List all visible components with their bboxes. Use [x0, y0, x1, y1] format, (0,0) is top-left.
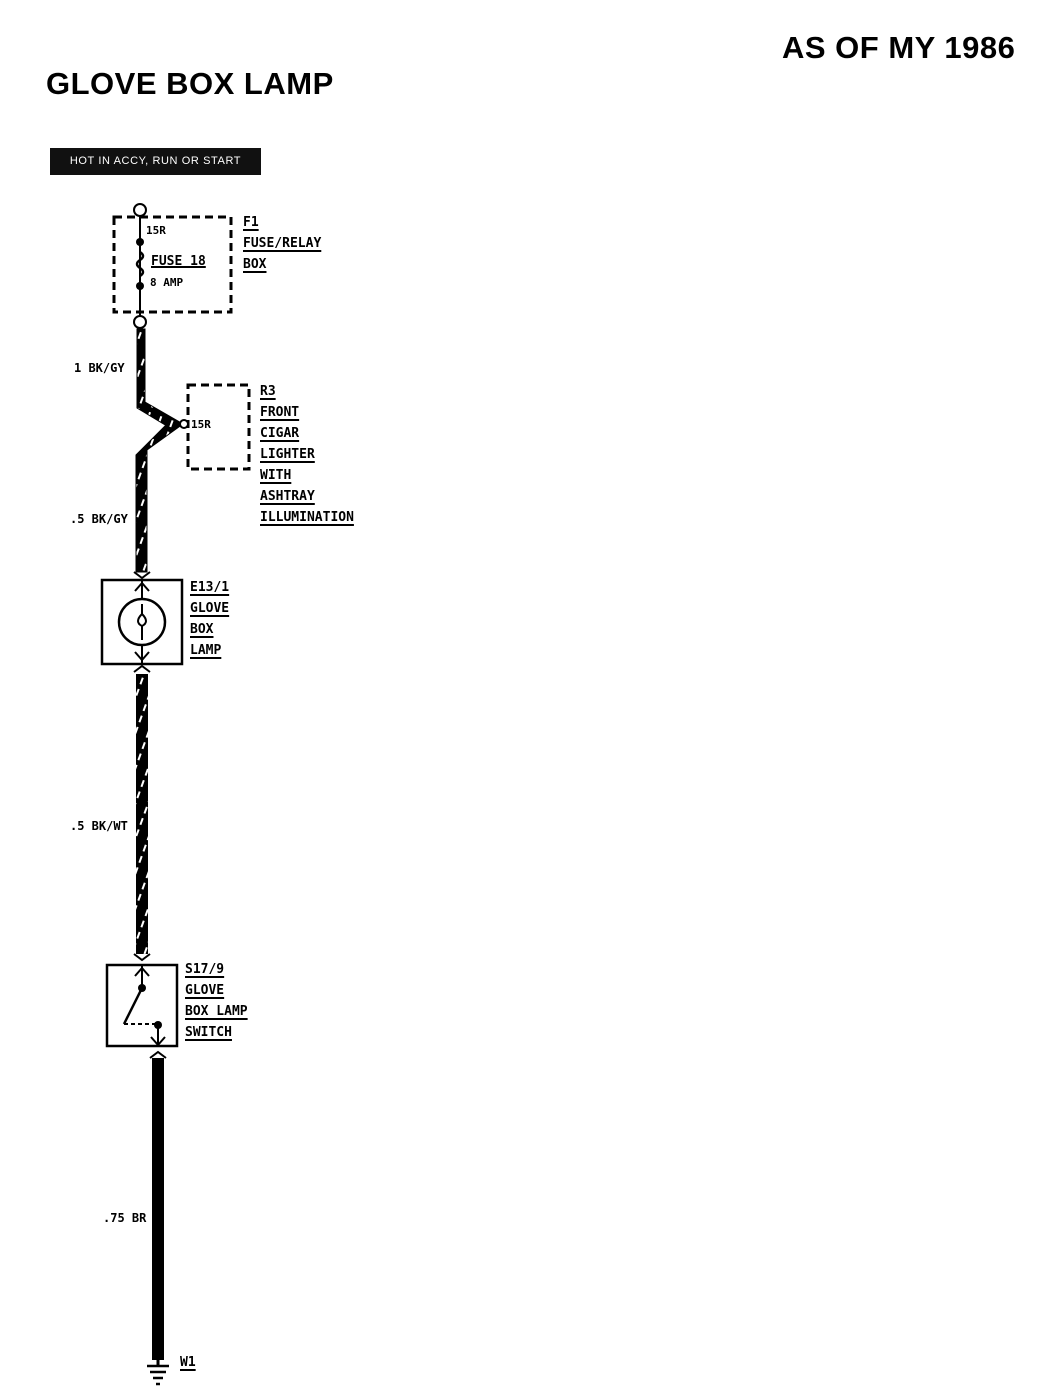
wire-label: .5 BK/GY	[70, 512, 128, 526]
fuse-output-terminal	[133, 315, 147, 329]
wire-05-bk-wt	[136, 674, 148, 954]
switch-arrow-bottom	[150, 1036, 166, 1047]
wire-label: .75 BR	[103, 1211, 147, 1225]
switch-label: S17/9 GLOVE BOX LAMP SWITCH	[185, 959, 248, 1043]
lamp-connector-top	[133, 571, 151, 580]
fuse-box-outline	[112, 215, 233, 314]
lighter-terminal	[179, 419, 189, 429]
ground-label-text: W1	[180, 1355, 196, 1370]
fuse-rating: 8 AMP	[150, 276, 184, 289]
wire-05-bk-gy	[135, 418, 184, 573]
lamp-arrow-top	[134, 581, 150, 592]
fuse-node-top	[136, 238, 144, 246]
switch-label-line: BOX LAMP	[185, 1004, 248, 1019]
lamp-label-line: E13/1	[190, 580, 230, 595]
fuse-box-label: F1 FUSE/RELAY BOX	[243, 212, 321, 275]
switch-label-line: S17/9	[185, 962, 225, 977]
lamp-arrow-bottom	[134, 651, 150, 662]
model-year: AS OF MY 1986	[782, 30, 1016, 65]
wire-label: 1 BK/GY	[74, 361, 125, 375]
switch-connector-top	[133, 953, 151, 962]
lamp-label-line: LAMP	[190, 643, 222, 658]
lighter-terminal-label: 15R	[191, 418, 211, 431]
ground-icon	[147, 1358, 169, 1386]
lighter-label-line: ASHTRAY	[260, 489, 315, 504]
lighter-label-line: CIGAR	[260, 426, 300, 441]
diagram-title: GLOVE BOX LAMP	[46, 66, 334, 101]
switch-label-line: GLOVE	[185, 983, 225, 998]
fuse-box-label-line: F1	[243, 215, 259, 230]
fuse-terminal-label: 15R	[146, 224, 166, 237]
lighter-label-line: ILLUMINATION	[260, 510, 354, 525]
fuse-name: FUSE 18	[151, 254, 206, 269]
fuse-icon	[135, 250, 145, 278]
bulb-filament-icon	[137, 604, 147, 640]
switch-arrow-top	[134, 966, 150, 977]
lighter-label-line: FRONT	[260, 405, 300, 420]
ground-label: W1	[180, 1352, 196, 1373]
switch-label-line: SWITCH	[185, 1025, 232, 1040]
lamp-label-line: GLOVE	[190, 601, 230, 616]
lighter-label-line: WITH	[260, 468, 292, 483]
lighter-label: R3 FRONT CIGAR LIGHTER WITH ASHTRAY ILLU…	[260, 381, 354, 528]
fuse-node-bottom	[136, 282, 144, 290]
wire-label: .5 BK/WT	[70, 819, 128, 833]
lamp-connector-bottom	[133, 664, 151, 673]
lamp-label: E13/1 GLOVE BOX LAMP	[190, 577, 229, 661]
fuse-input-terminal	[133, 203, 147, 217]
switch-blade-icon	[122, 987, 144, 1025]
wire-075-br	[152, 1058, 164, 1360]
switch-connector-bottom	[149, 1050, 167, 1059]
fuse-box-label-line: BOX	[243, 257, 267, 272]
fuse-box-label-line: FUSE/RELAY	[243, 236, 322, 251]
power-banner: HOT IN ACCY, RUN OR START	[50, 148, 261, 175]
wire-1-bk-gy	[136, 328, 185, 430]
lamp-label-line: BOX	[190, 622, 214, 637]
lighter-label-line: R3	[260, 384, 276, 399]
lighter-label-line: LIGHTER	[260, 447, 315, 462]
bulb-icon	[117, 597, 167, 647]
